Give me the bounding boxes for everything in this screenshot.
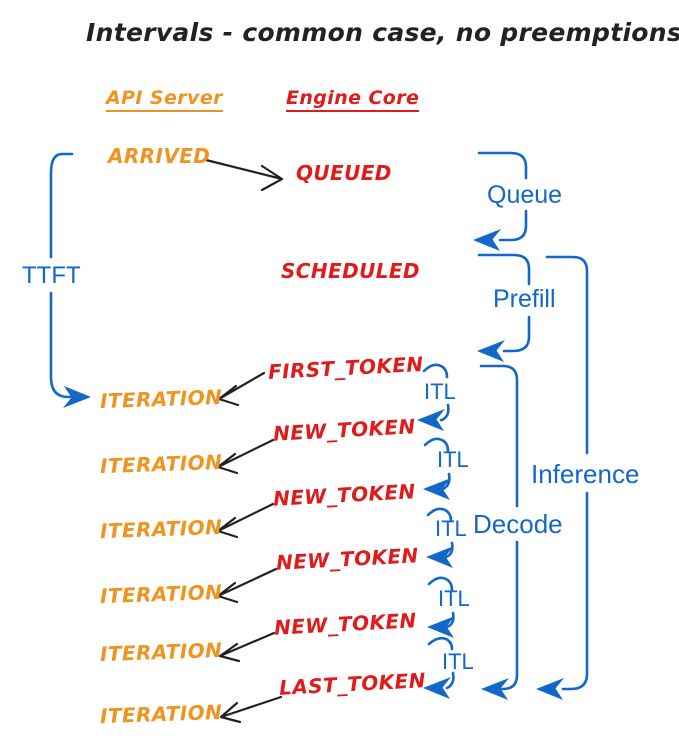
interval-label-inference: Inference xyxy=(531,459,640,489)
interval-label-itl: ITL xyxy=(435,516,467,541)
event-iteration: ITERATION xyxy=(99,514,223,544)
inference-bracket xyxy=(536,255,589,700)
event-iteration: ITERATION xyxy=(99,384,223,414)
event-queued: QUEUED xyxy=(296,161,392,185)
arrow-last-token-to-iteration xyxy=(219,695,283,724)
itl-arrowhead-icon xyxy=(426,546,454,568)
event-arrows xyxy=(204,158,284,724)
event-iteration: ITERATION xyxy=(99,579,223,609)
decode-bracket xyxy=(479,364,519,700)
arrow-new-token-to-iteration xyxy=(216,567,278,604)
queue-bracket xyxy=(473,151,528,251)
interval-label-itl: ITL xyxy=(438,586,470,611)
event-scheduled: SCHEDULED xyxy=(281,259,420,283)
itl-marker-2 xyxy=(423,437,451,500)
itl-arrowhead-icon xyxy=(423,478,451,500)
arrow-arrived-to-queued xyxy=(204,158,284,192)
queue-arrowhead-icon xyxy=(473,229,501,251)
interval-label-decode: Decode xyxy=(473,509,563,539)
itl-arrowhead-icon xyxy=(427,616,455,638)
interval-label-itl: ITL xyxy=(437,447,469,472)
column-header-api-server: API Server xyxy=(106,89,223,112)
event-arrived: ARRIVED xyxy=(108,144,211,168)
column-header-engine-core: Engine Core xyxy=(286,89,420,112)
event-iteration: ITERATION xyxy=(99,449,223,479)
arrow-first-token-to-iteration xyxy=(217,371,266,407)
interval-label-itl: ITL xyxy=(442,649,474,674)
itl-marker-4 xyxy=(427,576,455,638)
event-iteration: ITERATION xyxy=(99,637,223,667)
interval-label-queue: Queue xyxy=(487,181,563,209)
diagram-title: Intervals - common case, no preemptions xyxy=(86,18,679,47)
arrow-new-token-to-iteration xyxy=(218,631,276,663)
event-iteration: ITERATION xyxy=(99,699,223,729)
itl-marker-5 xyxy=(423,636,455,699)
itl-marker-3 xyxy=(426,507,454,568)
prefill-bracket xyxy=(477,253,531,362)
interval-label-ttft: TTFT xyxy=(22,262,81,289)
arrow-new-token-to-iteration xyxy=(216,502,275,539)
interval-label-prefill: Prefill xyxy=(493,285,556,313)
interval-label-itl: ITL xyxy=(424,379,456,404)
prefill-arrowhead-icon xyxy=(477,340,505,362)
itl-marker-1 xyxy=(417,363,450,431)
arrow-new-token-to-iteration xyxy=(216,438,275,475)
inference-arrowhead-icon xyxy=(536,678,564,700)
ttft-bracket xyxy=(49,152,91,408)
